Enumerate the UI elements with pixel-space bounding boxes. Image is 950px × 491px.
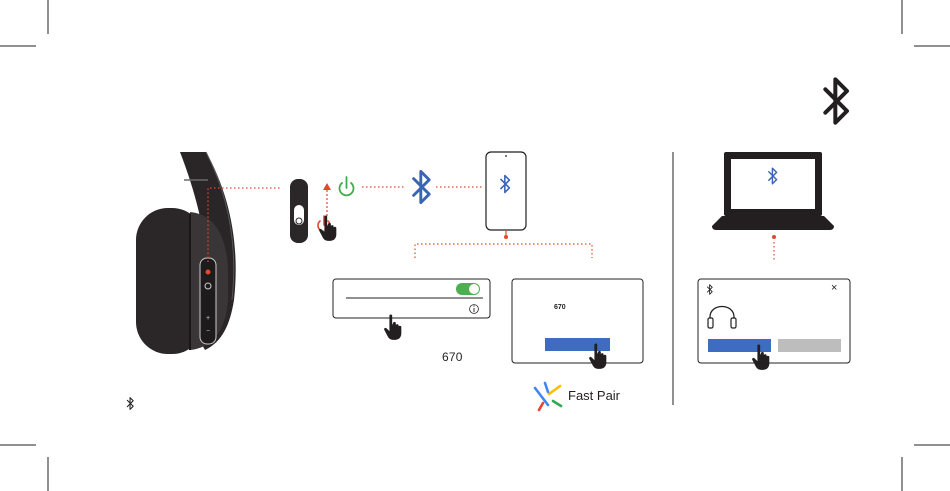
callout-connector-phone — [415, 230, 592, 258]
bluetooth-pairing-icon — [414, 171, 430, 202]
headphones-illustration: + − — [136, 152, 236, 354]
arrow-up-icon — [323, 183, 331, 216]
bluetooth-settings-panel — [333, 279, 490, 318]
bluetooth-toggle[interactable] — [456, 283, 480, 295]
close-icon[interactable]: × — [831, 283, 837, 294]
smartphone — [486, 152, 526, 230]
device-code-caption: 670 — [442, 350, 463, 364]
pointing-hand-icon — [319, 216, 336, 241]
connect-button[interactable] — [545, 338, 610, 351]
power-slider — [290, 179, 308, 243]
bluetooth-icon — [825, 79, 847, 122]
cancel-button[interactable] — [778, 339, 841, 352]
fast-pair-device-code: 670 — [554, 304, 566, 311]
laptop — [712, 152, 834, 230]
callout-connector-laptop — [772, 235, 776, 260]
pc-pairing-popup — [698, 279, 850, 363]
svg-text:−: − — [206, 328, 210, 335]
bluetooth-icon — [127, 398, 133, 410]
power-icon — [340, 177, 354, 195]
connect-button[interactable] — [708, 339, 771, 352]
fast-pair-label: Fast Pair — [568, 388, 620, 403]
fast-pair-popup — [512, 279, 643, 363]
svg-text:+: + — [206, 315, 210, 322]
google-fast-pair-logo — [535, 383, 561, 410]
